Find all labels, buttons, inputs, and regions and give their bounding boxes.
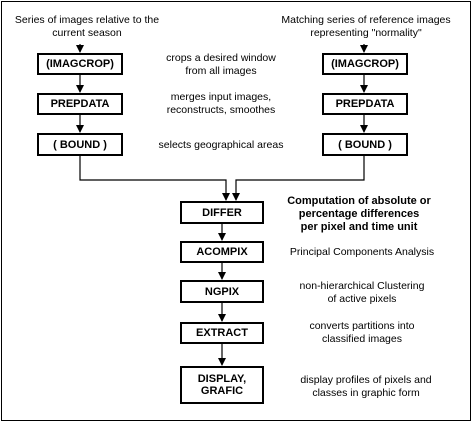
display-grafic-description: display profiles of pixels and classes i…	[300, 374, 432, 399]
prepdata-description: merges input images, reconstructs, smoot…	[166, 91, 276, 116]
arrow-left-bound-to-differ	[79, 156, 230, 201]
extract-box: EXTRACT	[180, 322, 264, 344]
bound-description: selects geographical areas	[158, 139, 284, 151]
differ-box: DIFFER	[180, 201, 264, 224]
differ-description: Computation of absolute or percentage di…	[287, 195, 431, 233]
right-bound-box: ( BOUND )	[322, 133, 408, 156]
right-source-label: Matching series of reference images repr…	[281, 14, 451, 39]
acompix-box: ACOMPIX	[180, 241, 264, 263]
acompix-description: Principal Components Analysis	[289, 246, 435, 258]
imagcrop-description: crops a desired window from all images	[166, 52, 276, 77]
left-source-label: Series of images relative to the current…	[14, 14, 160, 39]
arrow-right-bound-to-differ	[232, 156, 365, 201]
display-grafic-box: DISPLAY, GRAFIC	[180, 366, 264, 404]
right-prepdata-box: PREPDATA	[322, 93, 408, 115]
ngpix-description: non-hierarchical Clustering of active pi…	[299, 280, 425, 305]
right-imagcrop-box: (IMAGCROP)	[322, 53, 408, 75]
extract-description: converts partitions into classified imag…	[309, 320, 415, 345]
left-prepdata-box: PREPDATA	[37, 93, 123, 115]
ngpix-box: NGPIX	[180, 280, 264, 303]
left-bound-box: ( BOUND )	[37, 133, 123, 156]
left-imagcrop-box: (IMAGCROP)	[37, 53, 123, 75]
